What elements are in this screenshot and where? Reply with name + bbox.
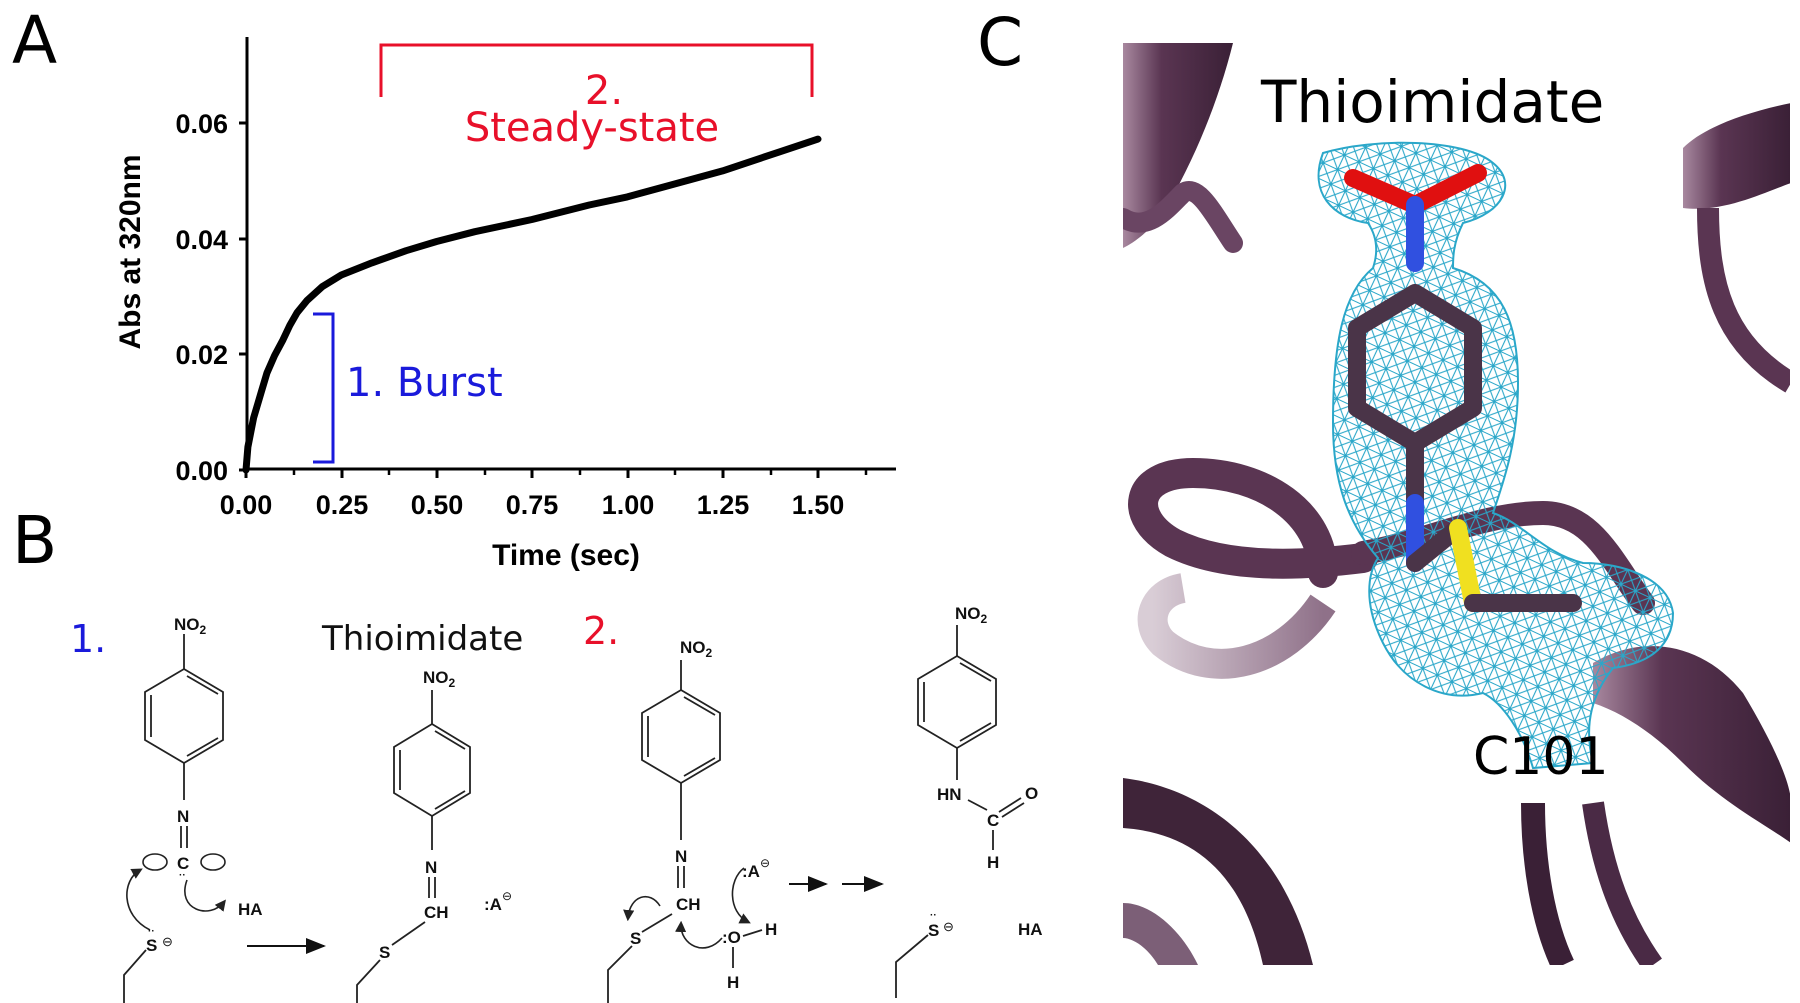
ribbon-helix-bottom-left [1123, 778, 1313, 965]
ribbon-helix-right-lower [1593, 646, 1790, 843]
x-axis: 0.00 0.25 0.50 0.75 1.00 1.25 1.50 Time … [220, 467, 896, 572]
svg-text:NO2: NO2 [423, 668, 456, 690]
svg-text:··: ·· [930, 910, 937, 921]
ligand-sticks [1344, 164, 1582, 612]
ribbon-loop-left [1128, 457, 1378, 588]
svg-text::A⊖: :A⊖ [484, 889, 512, 914]
crystal-structure-view: Thioimidate C101 [1123, 43, 1790, 965]
step-2-label: 2. [583, 609, 619, 653]
svg-text::O: :O [722, 928, 741, 947]
y-tick-label: 0.02 [175, 340, 228, 370]
svg-text:S: S [630, 929, 641, 948]
steady-state-label: Steady-state [465, 105, 719, 151]
panel-letter-a: A [12, 2, 58, 79]
svg-text:H: H [727, 973, 739, 992]
molecule-isocyanide: NO2 N C ·· HA S ·· ⊖ [123, 615, 263, 1003]
svg-text:C: C [177, 854, 189, 873]
ribbon-helix-top-left [1123, 43, 1233, 248]
x-tick-label: 1.00 [602, 490, 655, 520]
svg-text:NO2: NO2 [174, 615, 207, 637]
steady-state-annotation: 2. Steady-state [379, 43, 814, 151]
steady-state-number: 2. [585, 68, 623, 114]
svg-text:S: S [928, 921, 939, 940]
ligand-label: Thioimidate [1261, 68, 1605, 136]
x-tick-label: 0.75 [506, 490, 559, 520]
burst-label: 1. Burst [346, 360, 503, 406]
molecule-thioimidate: NO2 N CH S :A⊖ [356, 668, 512, 1003]
svg-text:⊖: ⊖ [162, 934, 173, 949]
x-tick-label: 0.25 [316, 490, 369, 520]
svg-text::A⊖: :A⊖ [742, 856, 770, 881]
y-axis-title: Abs at 320nm [114, 154, 147, 349]
step-1-label: 1. [70, 617, 106, 661]
svg-text:HA: HA [238, 900, 263, 919]
svg-text:HN: HN [937, 785, 962, 804]
panel-letter-b: B [12, 502, 58, 579]
svg-text:··: ·· [179, 870, 186, 881]
svg-text:C: C [987, 811, 999, 830]
x-tick-label: 0.00 [220, 490, 273, 520]
molecule-formamide-product: NO2 HN C O H S ·· ⊖ HA [895, 604, 1043, 998]
x-tick-label: 1.50 [792, 490, 845, 520]
svg-text:H: H [987, 853, 999, 872]
x-axis-title: Time (sec) [492, 539, 640, 572]
burst-annotation: 1. Burst [313, 312, 503, 464]
y-tick-label: 0.04 [175, 225, 228, 255]
x-tick-label: 0.50 [411, 490, 464, 520]
molecule-hydrolysis-intermediate: NO2 N CH S :A⊖ :O H H [607, 638, 777, 1003]
y-tick-label: 0.06 [175, 109, 228, 139]
ribbon-helix-top-right [1683, 103, 1790, 209]
x-tick-label: 1.25 [697, 490, 750, 520]
panel-a-chart-and-scheme: 0.00 0.02 0.04 0.06 Abs at 320nm 0.00 0.… [70, 37, 1043, 1003]
residue-label: C101 [1473, 727, 1609, 787]
svg-text:CH: CH [424, 903, 449, 922]
thioimidate-label: Thioimidate [321, 619, 523, 659]
svg-text:CH: CH [676, 895, 701, 914]
panel-letter-c: C [977, 4, 1024, 81]
svg-text:N: N [425, 858, 437, 877]
structure-render [1123, 43, 1790, 965]
svg-text:H: H [765, 920, 777, 939]
svg-text:S: S [146, 936, 157, 955]
svg-text:S: S [379, 943, 390, 962]
svg-text:NO2: NO2 [955, 604, 988, 626]
svg-text:⊖: ⊖ [943, 919, 954, 934]
svg-text:··: ·· [148, 926, 155, 937]
svg-text:N: N [675, 847, 687, 866]
y-axis: 0.00 0.02 0.04 0.06 Abs at 320nm [114, 37, 249, 486]
svg-text:NO2: NO2 [680, 638, 713, 660]
y-tick-label: 0.00 [175, 456, 228, 486]
svg-text:O: O [1025, 784, 1038, 803]
svg-text:HA: HA [1018, 920, 1043, 939]
absorbance-trace [242, 135, 822, 474]
svg-text:N: N [177, 807, 189, 826]
